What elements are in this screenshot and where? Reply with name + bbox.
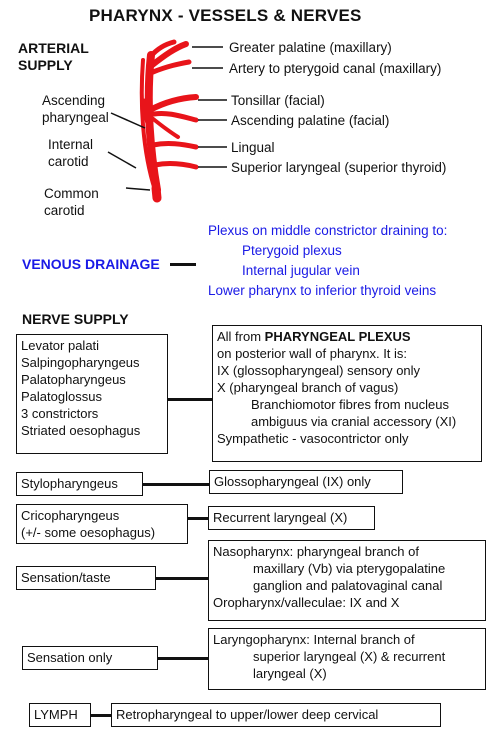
label-ascending-pharyngeal: Ascending pharyngeal [42,92,109,126]
retropharyngeal-box: Retropharyngeal to upper/lower deep cerv… [111,703,441,727]
label-internal-carotid: Internal carotid [48,136,93,170]
plexus-line-2: on posterior wall of pharynx. It is: [217,346,408,361]
muscles-box: Levator palati Salpingopharyngeus Palato… [16,334,168,454]
recurrent-laryngeal-box: Recurrent laryngeal (X) [208,506,375,530]
superior-thyroid-branch [152,161,199,170]
label-pterygoid-canal-artery: Artery to pterygoid canal (maxillary) [229,61,442,76]
page-title: PHARYNX - VESSELS & NERVES [89,6,362,25]
taste-line-2: maxillary (Vb) via pterygopalatine [253,561,446,576]
maxillary-branch-3 [148,39,177,59]
cricopharyngeus-connector [188,517,208,520]
ascending-pharyngeal-line-2: pharyngeal [42,110,109,125]
sensation-only-connector [158,657,208,660]
common-carotid-line-2: carotid [44,203,85,218]
arterial-header-line-1: ARTERIAL [18,40,89,56]
venous-line-4: Lower pharynx to inferior thyroid veins [208,283,437,298]
muscle-item: Salpingopharyngeus [21,355,140,370]
venous-drainage-header: VENOUS DRAINAGE [22,256,160,272]
venous-connector [170,263,196,266]
ascending-pharyngeal-artery [142,98,152,132]
muscle-item: 3 constrictors [21,406,99,421]
pharyngeal-plexus-box: All from PHARYNGEAL PLEXUS on posterior … [212,325,482,462]
lymph-box: LYMPH [29,703,91,727]
pointer-internal-carotid [107,151,137,169]
laryngopharynx-line-2: superior laryngeal (X) & recurrent [253,649,446,664]
ascending-pharyngeal-line-1: Ascending [42,93,106,108]
sensation-taste-label: Sensation/taste [21,570,111,585]
facial-branch [147,94,199,113]
glossopharyngeal-label: Glossopharyngeal (IX) only [214,474,371,489]
common-carotid-line-1: Common [44,186,99,201]
cricopharyngeus-box: Cricopharyngeus (+/- some oesophagus) [16,504,188,544]
stylopharyngeus-connector [143,483,209,486]
internal-carotid-line-1: Internal [48,137,94,152]
venous-line-2: Pterygoid plexus [242,243,342,258]
plexus-line-4: X (pharyngeal branch of vagus) [217,380,399,395]
muscle-item: Striated oesophagus [21,423,141,438]
label-lingual: Lingual [231,140,275,155]
lymph-connector [91,714,111,717]
muscles-connector [168,398,212,401]
plexus-line-1-prefix: All from [217,329,265,344]
taste-line-3: ganglion and palatovaginal canal [253,578,443,593]
arterial-header-line-2: SUPPLY [18,57,73,73]
taste-line-4: Oropharynx/valleculae: IX and X [213,595,400,610]
sensation-only-box: Sensation only [22,646,158,670]
muscle-item: Palatoglossus [21,389,102,404]
glossopharyngeal-box: Glossopharyngeal (IX) only [209,470,403,494]
plexus-line-1: All from PHARYNGEAL PLEXUS [217,328,477,345]
recurrent-laryngeal-label: Recurrent laryngeal (X) [213,510,348,525]
nerve-supply-header: NERVE SUPPLY [22,311,129,327]
label-superior-laryngeal: Superior laryngeal (superior thyroid) [231,160,447,175]
facial-branch-3 [150,116,180,139]
pointer-ascending-pharyngeal [110,112,146,129]
sensation-taste-connector [156,577,208,580]
internal-carotid-artery [139,58,157,192]
taste-line-1: Nasopharynx: pharyngeal branch of [213,544,419,559]
label-greater-palatine: Greater palatine (maxillary) [229,40,392,55]
laryngopharynx-box: Laryngopharynx: Internal branch of super… [208,628,486,690]
venous-line-3: Internal jugular vein [242,263,360,278]
external-carotid-trunk [144,51,161,194]
label-common-carotid: Common carotid [44,185,99,219]
cricopharyngeus-line-1: Cricopharyngeus [21,508,120,523]
laryngopharynx-line-3: laryngeal (X) [253,666,327,681]
venous-line-1: Plexus on middle constrictor draining to… [208,223,448,238]
arterial-supply-header: ARTERIAL SUPPLY [18,40,89,74]
label-ascending-palatine: Ascending palatine (facial) [231,113,390,128]
plexus-line-1-bold: PHARYNGEAL PLEXUS [264,329,411,344]
common-carotid-artery [151,183,162,203]
plexus-line-6: ambiguus via cranial accessory (XI) [251,414,457,429]
stylopharyngeus-box: Stylopharyngeus [16,472,143,496]
muscle-item: Palatopharyngeus [21,372,126,387]
pointer-common-carotid [125,187,151,191]
retropharyngeal-label: Retropharyngeal to upper/lower deep cerv… [116,707,379,722]
sensation-taste-box: Sensation/taste [16,566,156,590]
internal-carotid-line-2: carotid [48,154,89,169]
laryngopharynx-line-1: Laryngopharynx: Internal branch of [213,632,415,647]
maxillary-branch [148,41,189,69]
cricopharyngeus-line-2: (+/- some oesophagus) [21,525,156,540]
maxillary-branch-2 [150,59,192,75]
sensation-only-label: Sensation only [27,650,113,665]
taste-innervation-box: Nasopharynx: pharyngeal branch of maxill… [208,540,486,621]
muscle-item: Levator palati [21,338,100,353]
plexus-line-3: IX (glossopharyngeal) sensory only [217,363,421,378]
lymph-label: LYMPH [34,707,78,722]
stylopharyngeus-label: Stylopharyngeus [21,476,118,491]
label-tonsillar: Tonsillar (facial) [231,93,325,108]
facial-branch-2 [151,111,199,123]
plexus-line-7: Sympathetic - vasocontrictor only [217,431,409,446]
lingual-branch [150,141,199,150]
plexus-line-5: Branchiomotor fibres from nucleus [251,397,449,412]
